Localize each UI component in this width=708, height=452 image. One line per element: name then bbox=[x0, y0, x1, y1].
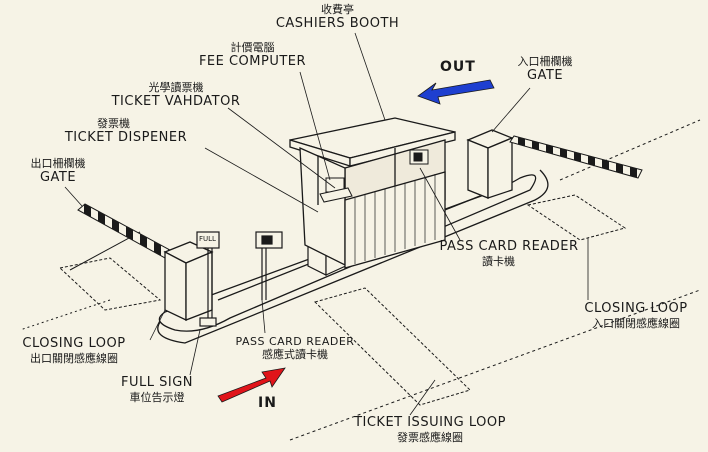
ticket-validator-en: TICKET VAHDATOR bbox=[111, 94, 241, 109]
full-sign-label: FULL SIGN 車位告示燈 bbox=[108, 376, 206, 403]
ticket-issuing-loop-zh: 發票感應線圈 bbox=[397, 431, 463, 444]
fee-computer-en: FEE COMPUTER bbox=[198, 54, 307, 69]
in-arrow bbox=[217, 367, 286, 403]
exit-gate-cabinet bbox=[163, 241, 214, 322]
leader-lines bbox=[64, 32, 589, 416]
full-sign-unit bbox=[196, 231, 220, 327]
pass-card-reader-in-zh: 感應式讀卡機 bbox=[262, 348, 328, 361]
entry-gate-en: GATE bbox=[526, 68, 564, 83]
cashiers-booth-label: 收費亭 CASHIERS BOOTH bbox=[255, 4, 420, 30]
full-sign-en: FULL SIGN bbox=[121, 375, 193, 390]
pass-card-reader-in-en: PASS CARD READER bbox=[235, 335, 355, 348]
exit-gate-en: GATE bbox=[39, 170, 77, 185]
fee-computer-zh: 計價電腦 bbox=[230, 41, 275, 54]
closing-loop-left-shape bbox=[58, 257, 162, 311]
closing-loop-left-zh: 出口關閉感應線圈 bbox=[30, 352, 118, 365]
entry-barrier-arm bbox=[509, 135, 643, 179]
full-sign-face: FULL bbox=[199, 235, 216, 243]
out-arrow-label: OUT bbox=[440, 59, 476, 75]
ticket-issuing-loop-en: TICKET ISSUING LOOP bbox=[354, 415, 506, 430]
ticket-dispenser-label: 發票機 TICKET DISPENER bbox=[42, 118, 210, 144]
closing-loop-right-label: CLOSING LOOP 入口關閉感應線圈 bbox=[566, 302, 706, 329]
booth-card-reader-unit bbox=[409, 149, 429, 165]
closing-loop-right-zh: 入口關閉感應線圈 bbox=[592, 317, 680, 330]
closing-loop-right-en: CLOSING LOOP bbox=[584, 301, 688, 316]
ticket-validator-label: 光學讀票機 TICKET VAHDATOR bbox=[90, 82, 262, 108]
pass-card-reader-booth-en: PASS CARD READER bbox=[439, 239, 579, 254]
ticket-dispenser-en: TICKET DISPENER bbox=[64, 130, 188, 145]
exit-gate-zh: 出口柵欄機 bbox=[30, 157, 86, 170]
pass-card-reader-booth-zh: 讀卡機 bbox=[482, 255, 515, 268]
full-sign-zh: 車位告示燈 bbox=[129, 391, 185, 404]
fee-computer-unit bbox=[319, 177, 353, 203]
exit-gate-label: 出口柵欄機 GATE bbox=[14, 158, 102, 184]
closing-loop-left-label: CLOSING LOOP 出口關閉感應線圈 bbox=[4, 337, 144, 364]
ticket-validator-zh: 光學讀票機 bbox=[148, 81, 204, 94]
cashiers-booth-en: CASHIERS BOOTH bbox=[275, 16, 400, 31]
cashiers-booth-zh: 收費亭 bbox=[321, 3, 354, 16]
ticket-issuing-loop-label: TICKET ISSUING LOOP 發票感應線圈 bbox=[332, 416, 528, 443]
pass-card-reader-in-label: PASS CARD READER 感應式讀卡機 bbox=[222, 336, 368, 360]
entry-gate-label: 入口柵欄機 GATE bbox=[500, 56, 590, 82]
entry-gate-zh: 入口柵欄機 bbox=[517, 55, 573, 68]
in-arrow-label: IN bbox=[258, 395, 277, 411]
ticket-dispenser-zh: 發票機 bbox=[97, 117, 130, 130]
pass-card-reader-booth-label: PASS CARD READER 讀卡機 bbox=[420, 240, 598, 267]
out-arrow bbox=[417, 79, 495, 105]
entry-gate-cabinet bbox=[466, 129, 514, 199]
closing-loop-left-en: CLOSING LOOP bbox=[22, 336, 126, 351]
closing-loop-right-shape bbox=[526, 194, 627, 241]
exit-barrier-arm bbox=[77, 203, 171, 259]
fee-computer-label: 計價電腦 FEE COMPUTER bbox=[180, 42, 325, 68]
pass-card-reader-entry-unit bbox=[255, 231, 283, 300]
